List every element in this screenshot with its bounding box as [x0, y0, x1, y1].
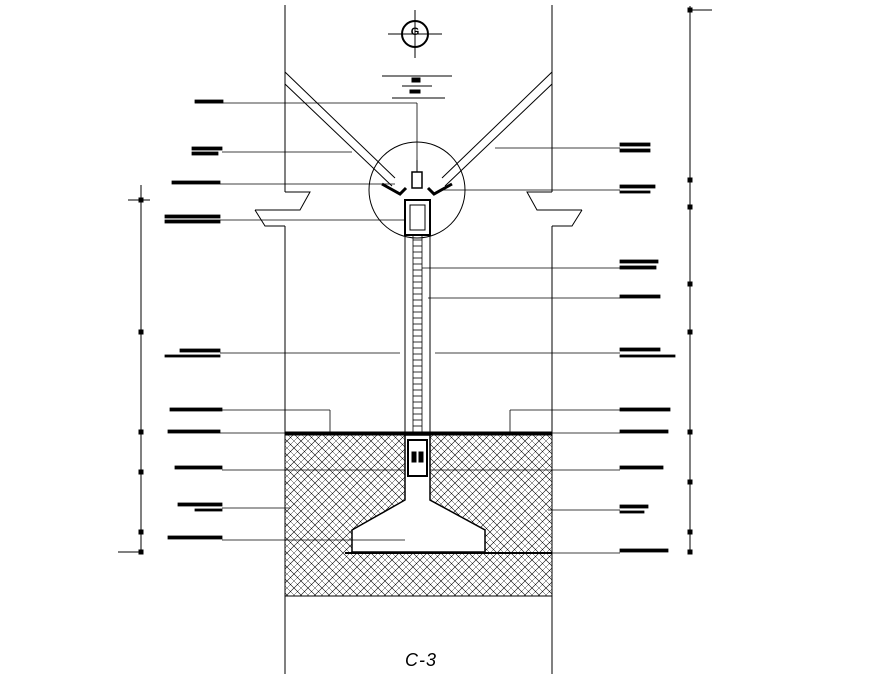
grid-bubble — [388, 10, 442, 58]
left-dimension — [118, 185, 150, 555]
roof-slopes — [284, 71, 553, 187]
level-notes — [382, 75, 452, 99]
column-shaft — [404, 235, 431, 435]
right-dimension — [687, 6, 712, 555]
right-leaders — [422, 142, 676, 554]
connection-detail — [381, 160, 453, 196]
column-cap — [404, 199, 431, 236]
column-stirrups — [413, 239, 422, 427]
grid-bubble-label: G — [410, 26, 420, 38]
left-leaders — [164, 99, 418, 541]
drawing-caption: C-3 — [405, 650, 438, 670]
footing — [345, 434, 552, 554]
